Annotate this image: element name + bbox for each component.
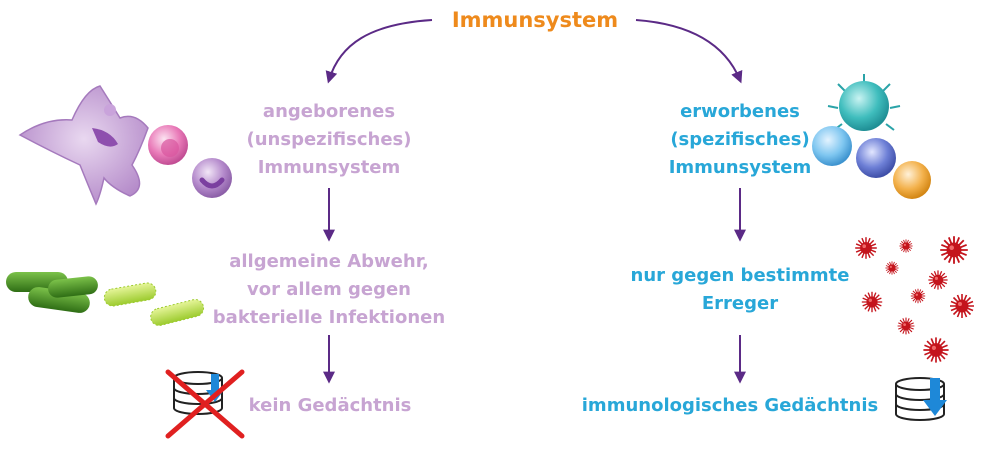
lymphocyte-icon bbox=[812, 74, 931, 199]
arrow-to-adaptive bbox=[635, 19, 743, 84]
adaptive-memory: immunologisches Gedächtnis bbox=[581, 395, 879, 416]
bacteria-icon bbox=[6, 272, 205, 326]
diagram-title: Immunsystem bbox=[451, 8, 619, 32]
innate-memory: kein Gedächtnis bbox=[248, 395, 412, 416]
macrophage-icon bbox=[18, 85, 149, 206]
adaptive-defense: nur gegen bestimmte Erreger bbox=[630, 265, 850, 314]
arrow-to-innate bbox=[325, 19, 433, 84]
innate-defense: allgemeine Abwehr, vor allem gegen bakte… bbox=[212, 251, 446, 328]
innate-heading: angeborenes (unspezifisches) Immunsystem bbox=[246, 101, 412, 178]
crossed-out-icon bbox=[165, 369, 245, 439]
virus-icon bbox=[854, 235, 975, 364]
memory-disk-icon bbox=[895, 377, 947, 421]
download-arrow-icon bbox=[923, 378, 947, 416]
adaptive-heading: erworbenes (spezifisches) Immunsystem bbox=[668, 101, 812, 178]
lymphocyte-icon bbox=[148, 125, 232, 198]
